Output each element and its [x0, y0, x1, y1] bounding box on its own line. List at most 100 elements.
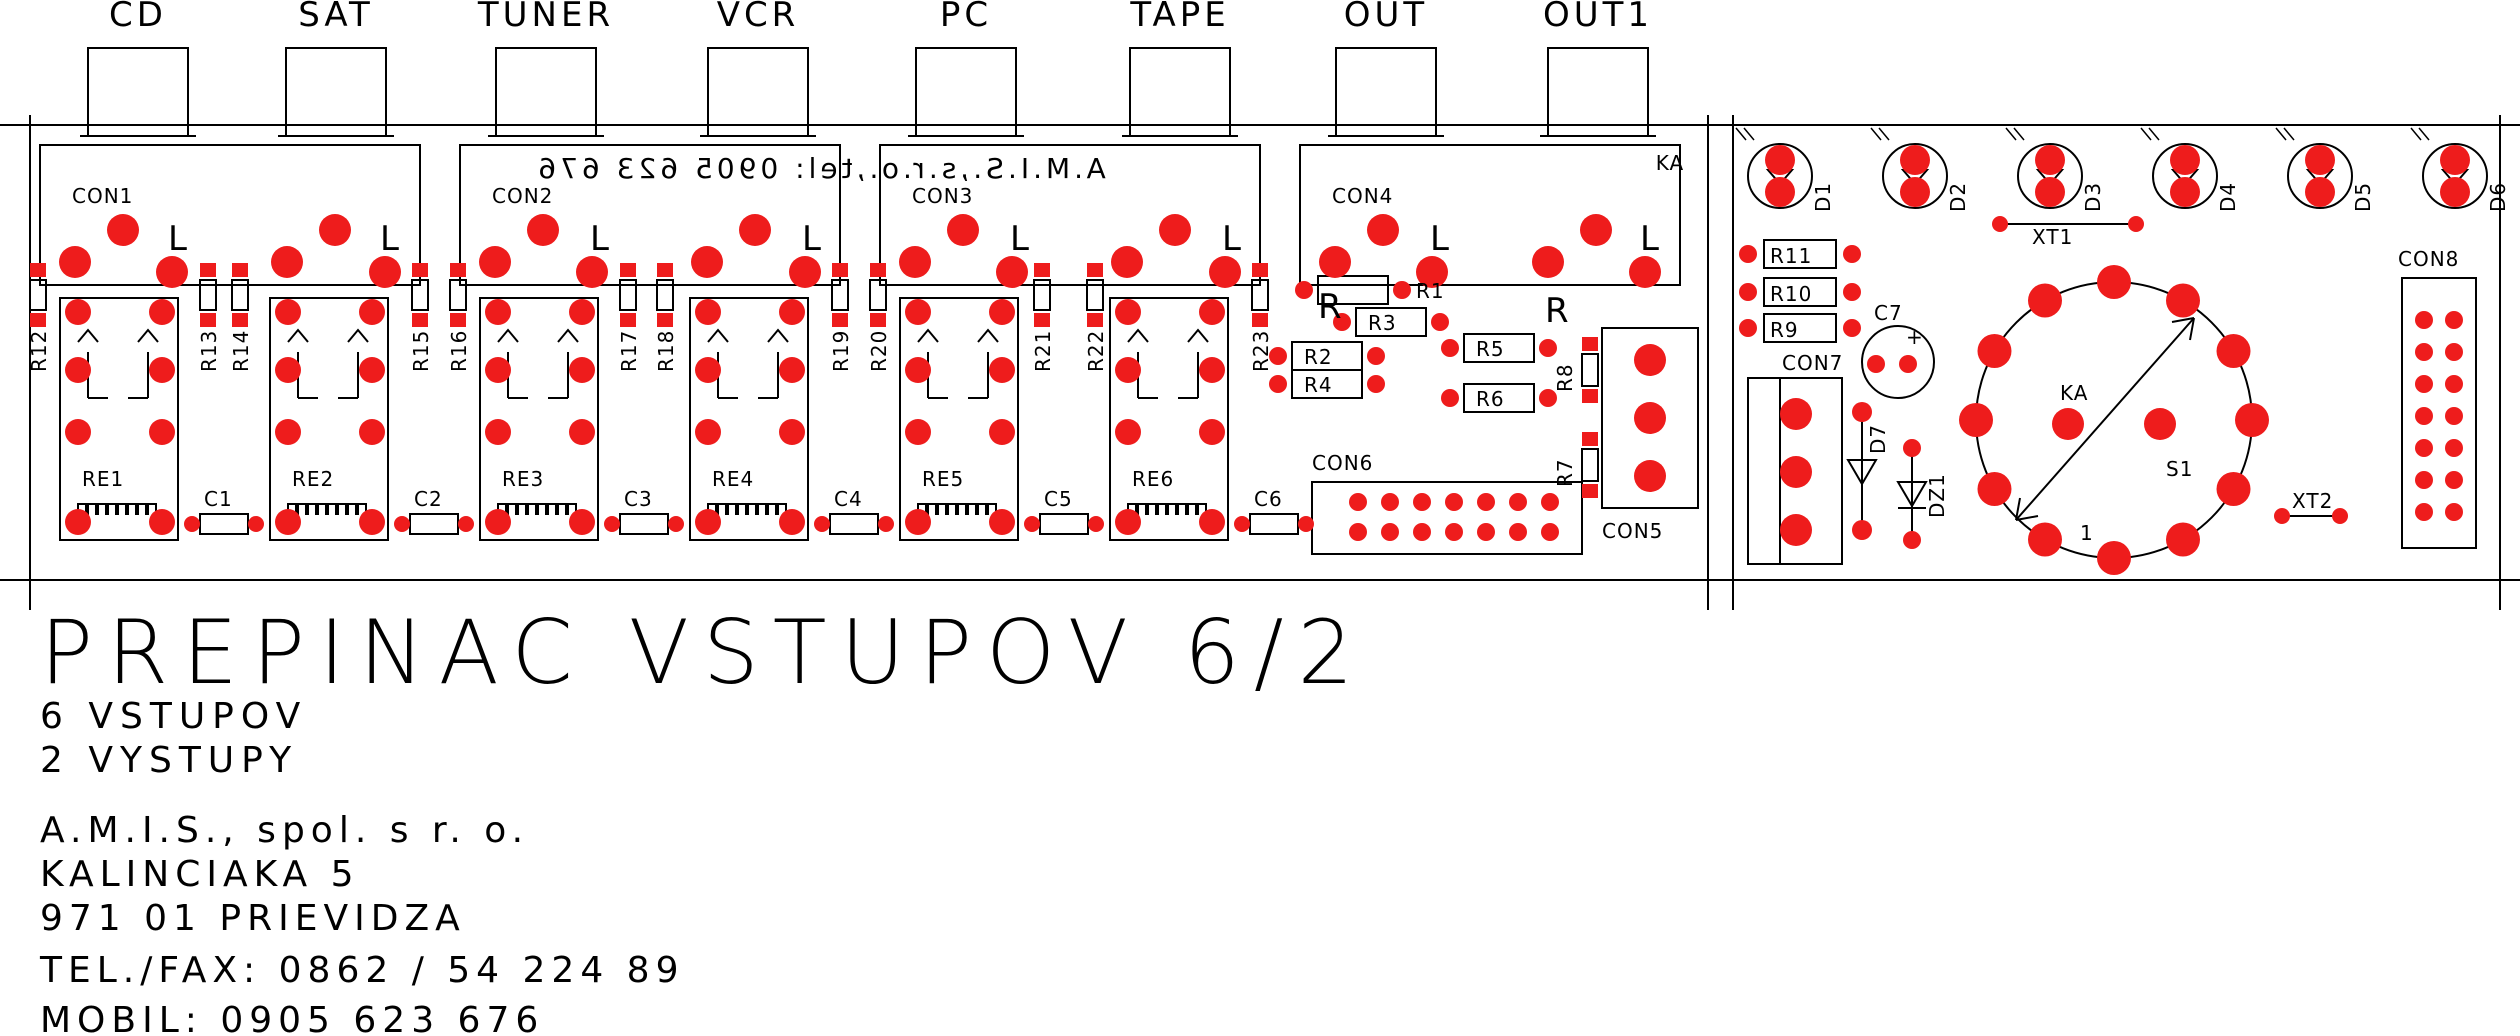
switch-pad [2216, 334, 2251, 368]
resistor-pad [1739, 245, 1757, 263]
resistor-pad [1333, 313, 1351, 331]
resistor-label: R12 [27, 330, 51, 372]
connector-label: CON7 [1782, 351, 1843, 375]
relay-arrow [977, 328, 999, 343]
relay-arrow [1127, 328, 1149, 343]
resistor-r-mark: R [1318, 287, 1346, 327]
resistor-body [1251, 279, 1269, 311]
diode-label: DZ1 [1925, 473, 1949, 518]
relay-pad [779, 509, 805, 535]
switch-ka-mark: KA [2060, 381, 2088, 405]
relay-pad [989, 419, 1015, 445]
jack-body [1129, 47, 1231, 137]
mirrored-copper-text: A.M.I.S.,s.r.o.,tel: 0905 623 676 [534, 152, 1105, 185]
connector-pad [899, 246, 931, 278]
resistor-pad [1739, 319, 1757, 337]
relay-label: RE1 [82, 467, 124, 491]
channel-mark-r: R [1545, 291, 1573, 331]
relay-label: RE4 [712, 467, 754, 491]
led-pad [1765, 145, 1795, 175]
connector-pad [2415, 407, 2433, 425]
led-pad [2440, 177, 2470, 207]
connector-pad [527, 214, 559, 246]
led-label: D6 [2486, 182, 2510, 212]
relay-pad [569, 419, 595, 445]
company-line: KALINCIAKA 5 [40, 854, 360, 895]
switch-pad [1977, 472, 2012, 506]
relay-pad [695, 357, 721, 383]
resistor-pad [1295, 281, 1313, 299]
connector-pad [1532, 246, 1564, 278]
resistor-pad [1269, 347, 1287, 365]
resistor-label: R11 [1770, 244, 1812, 268]
resistor-label: R8 [1553, 363, 1577, 392]
channel-mark-l: L [1222, 219, 1245, 259]
switch-pad [2028, 522, 2062, 557]
jack-body [1335, 47, 1437, 137]
resistor-body [1581, 353, 1599, 387]
capacitor-pad [458, 516, 474, 532]
led-outline [2287, 143, 2353, 209]
relay-arrow [707, 328, 729, 343]
relay-pad [485, 419, 511, 445]
led-ray [2005, 127, 2025, 141]
connector-pad [1509, 523, 1527, 541]
relay-pad [1115, 419, 1141, 445]
relay-pad [149, 357, 175, 383]
relay-outline [59, 297, 179, 541]
resistor-body [831, 279, 849, 311]
jack-body [87, 47, 189, 137]
capacitor-pad [668, 516, 684, 532]
test-point-pad [2332, 508, 2348, 524]
switch-pad [2166, 283, 2200, 318]
relay-arrow [557, 328, 579, 343]
resistor-body [656, 279, 674, 311]
led-ray [2140, 127, 2160, 141]
relay-arrow [287, 328, 309, 343]
connector-pad [1413, 493, 1431, 511]
connector-label: CON6 [1312, 451, 1373, 475]
resistor-pad [1087, 263, 1103, 277]
relay-arrow [497, 328, 519, 343]
connector-pad [1541, 523, 1559, 541]
connector-pad [369, 256, 401, 288]
capacitor-label: C5 [1044, 487, 1073, 511]
connector-pad [59, 246, 91, 278]
relay-pad [149, 419, 175, 445]
relay-pad [485, 357, 511, 383]
connector-label: CON1 [72, 184, 133, 208]
connector-pad [1319, 246, 1351, 278]
resistor-label: R7 [1553, 458, 1577, 487]
connector-pad [691, 246, 723, 278]
capacitor-pad [1088, 516, 1104, 532]
resistor-pad [1843, 245, 1861, 263]
led-ray [2275, 127, 2295, 141]
resistor-label: R16 [447, 330, 471, 372]
resistor-pad [450, 313, 466, 327]
jack-body [1547, 47, 1649, 137]
led-label: D5 [2351, 182, 2375, 212]
resistor-pad [1582, 389, 1598, 403]
led-pad [2170, 145, 2200, 175]
channel-mark-l: L [168, 219, 191, 259]
jack-body [285, 47, 387, 137]
connector-pad [996, 256, 1028, 288]
channel-mark-l: L [1640, 219, 1663, 259]
capacitor-body [619, 513, 669, 535]
connector-pad [2445, 407, 2463, 425]
resistor-body [1086, 279, 1104, 311]
channel-mark-l: L [802, 219, 825, 259]
led-outline [2017, 143, 2083, 209]
resistor-body [1763, 313, 1837, 343]
relay-coil [497, 503, 578, 515]
relay-pad [779, 419, 805, 445]
relay-outline [899, 297, 1019, 541]
connector-outline [879, 144, 1261, 286]
connector-pad [1367, 214, 1399, 246]
resistor-label: R9 [1770, 318, 1799, 342]
resistor-label: R22 [1084, 330, 1108, 372]
capacitor-label: C1 [204, 487, 233, 511]
resistor-pad [620, 263, 636, 277]
resistor-label: R23 [1249, 330, 1273, 372]
